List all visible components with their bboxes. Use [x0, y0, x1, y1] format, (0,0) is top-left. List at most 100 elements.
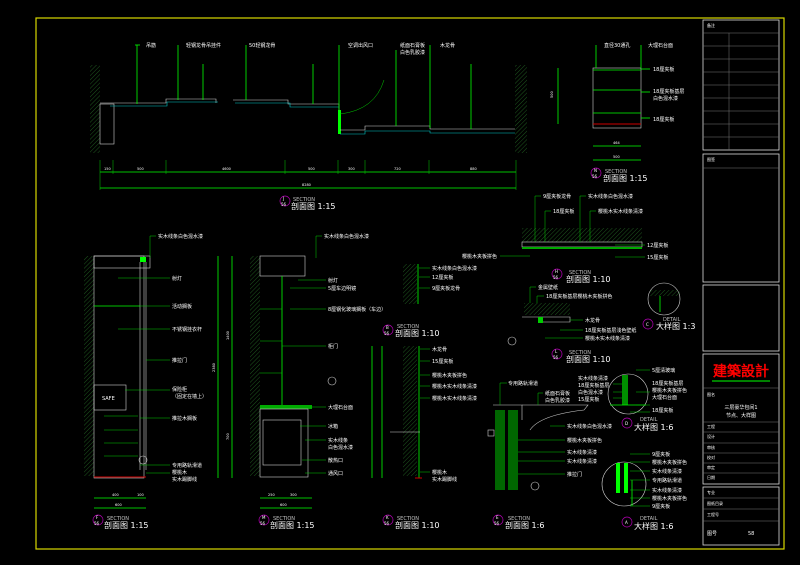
- safe-label: SAFE: [102, 396, 115, 402]
- section-marker: [382, 324, 394, 336]
- label: 木龙骨: [585, 317, 600, 324]
- marker-sheet: 56: [592, 174, 598, 179]
- label: 推拉木搁板: [172, 415, 197, 422]
- section-word: SECTION: [397, 516, 419, 522]
- section-marker: [590, 167, 602, 179]
- marker-sheet: 56: [384, 521, 390, 526]
- detail-word: DETAIL: [640, 516, 658, 522]
- label: 18厘夹板基层樱桃木夹板拼色: [546, 293, 612, 300]
- label: 9厘夹板龙骨: [432, 285, 460, 292]
- section-l: 金属壁纸 18厘夹板基层樱桃木夹板拼色 木龙骨 18厘夹板基层浅色壁纸 樱桃木实…: [507, 284, 636, 364]
- label: 不锈钢挂衣杆: [172, 326, 202, 333]
- title-block: 备注 图签 建築設計 图名 三层豪华包间1 节点、大样图 工程 设计 审核 校对…: [702, 19, 780, 546]
- row-label: 设计: [707, 433, 715, 439]
- marker-letter: H: [555, 269, 558, 274]
- remarks-label: 备注: [707, 22, 715, 28]
- detail-marker: [642, 318, 654, 330]
- company-logo: 建築設計: [713, 363, 769, 380]
- label: 樱桃木夹板拼色: [462, 253, 497, 260]
- label: 散热口: [328, 457, 343, 464]
- label: 18厘夹板: [653, 66, 674, 73]
- marker-sheet: 56: [553, 355, 559, 360]
- marker-letter: E: [496, 515, 499, 520]
- row-label: 校对: [707, 454, 715, 460]
- marker-sheet: 56: [553, 275, 559, 280]
- label: 樱桃木夹板拼色: [652, 387, 687, 394]
- marker-letter: A: [625, 520, 628, 525]
- dimension: 4600: [222, 167, 231, 171]
- label: 樱桃木夹板拼色: [652, 459, 687, 466]
- dimension: 500: [550, 91, 554, 98]
- detail-marker: [621, 417, 633, 429]
- dimension: 880: [470, 167, 477, 171]
- view-title: 剖面图 1:10: [566, 274, 611, 284]
- label: 实木踢脚线: [432, 476, 457, 483]
- section-marker: [551, 348, 563, 360]
- dimension: 600: [115, 503, 122, 507]
- label: 18厘夹板基层: [652, 380, 683, 387]
- view-title: 剖面图 1:15: [270, 520, 315, 530]
- label: 实木踢脚线: [172, 476, 197, 483]
- dimension: 700: [226, 433, 230, 440]
- detail-a: 9厘夹板 樱桃木夹板拼色 实木线条清漆 专用路轨滑道 实木线条清漆 樱桃木夹板拼…: [601, 451, 687, 531]
- label: 实木线条: [328, 437, 348, 444]
- label: 专用路轨滑道: [508, 380, 538, 387]
- section-b: 实木线条白色混水漆 12厘夹板 9厘夹板龙骨 B 56 SECTION 剖面图 …: [382, 264, 477, 338]
- view-title: 剖面图 1:10: [566, 354, 611, 364]
- label: 15厘夹板: [647, 254, 668, 261]
- dimension: 500: [308, 167, 315, 171]
- detail-d: 5厘清玻璃 实木线条清漆 18厘夹板基层 白色混水漆 15厘夹板 18厘夹板基层…: [578, 367, 687, 432]
- label: 9厘夹板: [652, 503, 670, 510]
- section-marker: [258, 514, 270, 526]
- label: 大理石台面: [328, 404, 353, 411]
- label: 推拉门: [172, 357, 187, 364]
- dimension: 400: [112, 493, 119, 497]
- label: 空调出风口: [348, 42, 373, 49]
- section-word: SECTION: [397, 324, 419, 330]
- label: 推拉门: [567, 471, 582, 478]
- label: 保险柜: [172, 386, 187, 393]
- label: 白色混水漆: [653, 95, 678, 102]
- label: 18厘夹板基层: [653, 88, 684, 95]
- marker-letter: F: [96, 515, 99, 520]
- dimension: 100: [137, 493, 144, 497]
- label: 木龙骨: [440, 42, 455, 49]
- section-e: 专用路轨滑道 纸面石膏板 白色乳胶漆 实木线条白色混水漆 樱桃木夹板拼色 实木线…: [487, 380, 612, 530]
- label: 柜门: [328, 343, 338, 350]
- marker-sheet: 56: [260, 521, 266, 526]
- label: 实木线条白色混水漆: [567, 423, 612, 430]
- label: 直径30通孔: [604, 42, 630, 49]
- section-marker: [92, 514, 104, 526]
- view-title: 剖面图 1:10: [395, 520, 440, 530]
- label: 白色乳胶漆: [400, 49, 425, 56]
- view-title: 大样图 1:6: [634, 521, 673, 531]
- dimension: 500: [137, 167, 144, 171]
- label: 18厘夹板: [652, 407, 673, 414]
- sheet-frame: [35, 17, 785, 550]
- label: 5厘清玻璃: [652, 367, 675, 374]
- label: 实木线条清漆: [567, 449, 597, 456]
- drawing-name: 节点、大样图: [726, 412, 756, 419]
- label: 轻钢龙骨吊挂件: [186, 42, 221, 49]
- label: 实木线条白色混水漆: [432, 265, 477, 272]
- label: 12厘夹板: [647, 242, 668, 249]
- view-title: 剖面图 1:15: [104, 520, 149, 530]
- section-word: SECTION: [293, 197, 315, 203]
- sheet-number-label: 图号: [707, 531, 717, 537]
- dimension: 150: [104, 167, 111, 171]
- label: 18厘夹板: [553, 208, 574, 215]
- label: 吊筋: [146, 42, 156, 49]
- label: 纸面石膏板: [545, 390, 570, 397]
- label: 白色混水漆: [328, 444, 353, 451]
- marker-sheet: 56: [281, 202, 287, 207]
- section-word: SECTION: [605, 169, 627, 175]
- label: 9厘夹板: [652, 451, 670, 458]
- marker-letter: M: [262, 515, 266, 520]
- dimension: 1400: [226, 331, 230, 340]
- row-label: 工程: [707, 423, 715, 429]
- marker-letter: N: [594, 168, 597, 173]
- marker-letter: L: [555, 349, 558, 354]
- label: 实木线条清漆: [652, 468, 682, 475]
- detail-word: DETAIL: [640, 417, 658, 423]
